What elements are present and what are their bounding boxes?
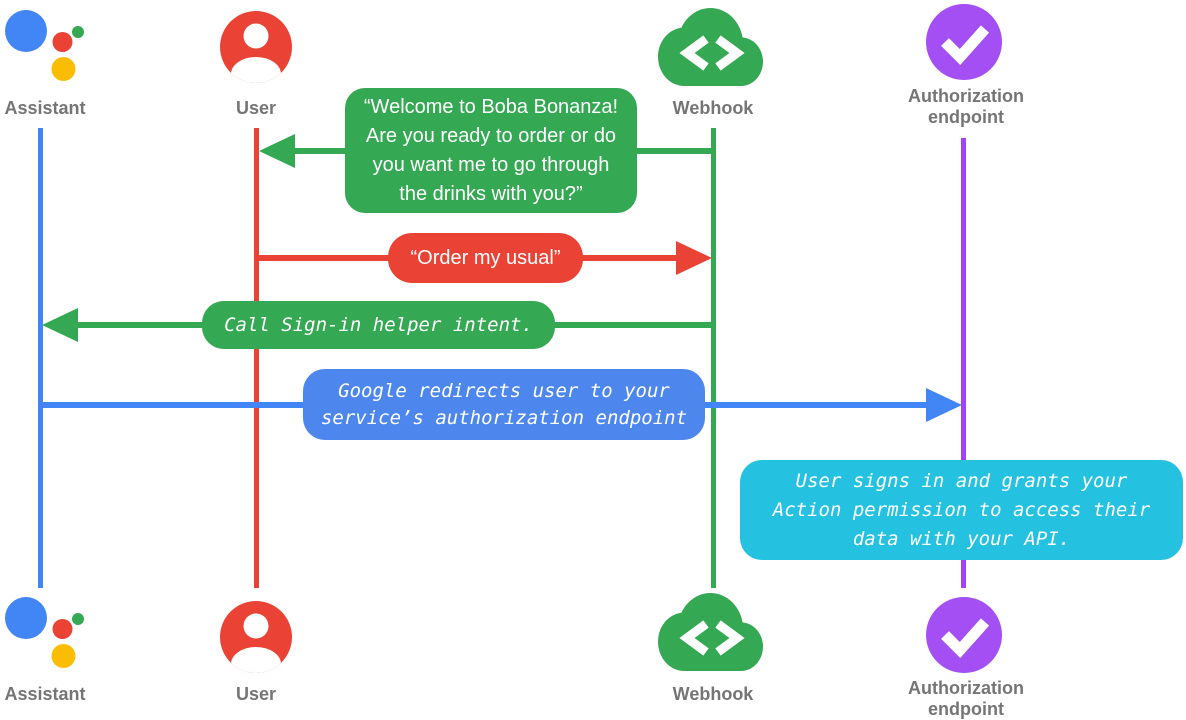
webhook-lifeline [711,128,716,588]
signin-arrowhead-left-icon [42,308,78,342]
signin-helper-intent-bubble: Call Sign-in helper intent. [202,301,555,349]
user-label-bottom: User [235,684,277,704]
webhook-cloud-code-icon [658,8,763,86]
user-person-icon [220,601,292,673]
google-assistant-logo-icon [5,597,84,668]
authorization-endpoint-label-top: Authorization endpoint [908,86,1024,127]
welcome-arrowhead-left-icon [259,134,295,168]
redirect-authorization-bubble: Google redirects user to your service’s … [303,369,705,440]
order-arrowhead-right-icon [676,241,712,275]
webhook-label-top: Webhook [672,98,754,118]
webhook-cloud-code-icon [658,593,763,671]
authorization-check-circle-icon [926,597,1002,673]
authorization-endpoint-lifeline [961,138,966,588]
welcome-speech-bubble: “Welcome to Boba Bonanza! Are you ready … [345,88,637,213]
google-assistant-logo-icon [5,10,84,81]
authorization-check-circle-icon [926,4,1002,80]
redirect-arrowhead-right-icon [926,388,962,422]
assistant-lifeline [38,128,43,588]
user-label-top: User [235,98,277,118]
order-speech-bubble: “Order my usual” [388,233,583,283]
assistant-label-bottom: Assistant [4,684,86,704]
assistant-label-top: Assistant [4,98,86,118]
user-lifeline [254,128,259,588]
user-person-icon [220,11,292,83]
webhook-label-bottom: Webhook [672,684,754,704]
user-signs-in-note-bubble: User signs in and grants your Action per… [740,460,1183,560]
authorization-endpoint-label-bottom: Authorization endpoint [908,678,1024,719]
